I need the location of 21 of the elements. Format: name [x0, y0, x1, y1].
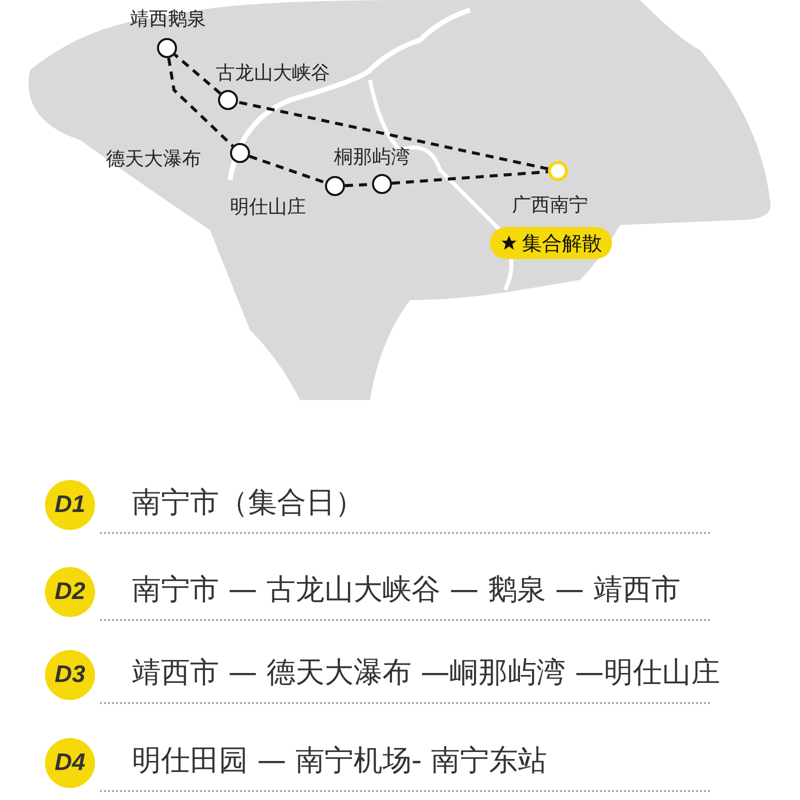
- place-label: 广西南宁: [512, 196, 588, 215]
- dashed-route-line: [237, 100, 549, 170]
- place-label: 古龙山大峡谷: [216, 64, 330, 83]
- itinerary-text: 明仕田园 — 南宁机场- 南宁东站: [132, 746, 548, 775]
- badge-text: 集合解散: [522, 233, 602, 253]
- dashed-route-line: [174, 53, 222, 95]
- dashed-route-line: [167, 58, 234, 148]
- itinerary-text: 靖西市 — 德天大瀑布 —峒那屿湾 —明仕山庄: [132, 658, 720, 687]
- place-label: 德天大瀑布: [106, 150, 201, 169]
- dashed-route-line: [392, 170, 548, 185]
- place-label: 明仕山庄: [230, 198, 306, 217]
- day-badge: D1: [45, 480, 95, 530]
- place-label: 桐那屿湾: [334, 148, 410, 167]
- itinerary-text: 南宁市 — 古龙山大峡谷 — 鹅泉 — 靖西市: [132, 575, 680, 604]
- day-badge: D4: [45, 738, 95, 788]
- dashed-route-line: [248, 154, 326, 184]
- day-badge: D2: [45, 567, 95, 617]
- meeting-badge: [490, 227, 612, 259]
- place-label: 靖西鹅泉: [130, 10, 206, 29]
- day-badge: D3: [45, 650, 95, 700]
- itinerary-text: 南宁市（集合日）: [132, 488, 364, 517]
